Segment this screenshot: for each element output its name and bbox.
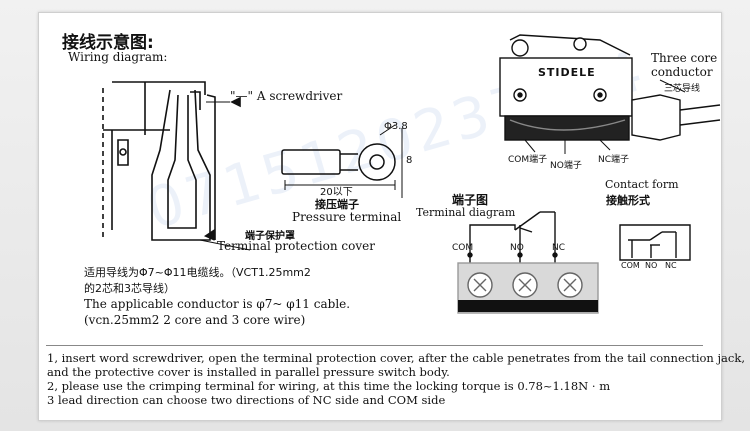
dimension-3-8: Φ3.8 xyxy=(384,121,408,132)
contact-form-en: Contact form xyxy=(605,178,679,191)
note-line-3: 2, please use the crimping terminal for … xyxy=(47,379,611,393)
pin-nc-label: NC xyxy=(552,243,566,253)
terminal-diagram-en: Terminal diagram xyxy=(416,206,516,219)
com-terminal-label: COM端子 xyxy=(508,155,548,165)
terminal-diagram-cn: 端子图 xyxy=(452,193,489,207)
terminal-protect-en: Terminal protection cover xyxy=(217,239,375,253)
brand-label: STIDELE xyxy=(538,66,596,79)
cable-spec-en-1: The applicable conductor is φ7~ φ11 cabl… xyxy=(84,297,351,311)
pressure-terminal-en: Pressure terminal xyxy=(292,210,402,224)
terminal-diagram xyxy=(457,211,599,314)
note-line-4: 3 lead direction can choose two directio… xyxy=(47,393,446,407)
contact-form-diagram xyxy=(619,224,691,261)
note-line-1: 1, insert word screwdriver, open the ter… xyxy=(47,351,745,365)
pressure-terminal-drawing xyxy=(281,124,403,198)
cable-spec-cn-1: 适用导线为Φ7~Φ11电缆线。（VCT1.25mm2 xyxy=(84,266,311,279)
title-english: Wiring diagram: xyxy=(68,50,168,64)
dimension-20: 20以下 xyxy=(320,187,353,198)
pressure-terminal-cn: 接压端子 xyxy=(315,198,359,211)
contact-no-label: NO xyxy=(645,261,658,270)
title-chinese: 接线示意图: xyxy=(62,33,154,53)
note-line-2: and the protective cover is installed in… xyxy=(47,365,450,379)
three-core-cn: 三芯导线 xyxy=(664,84,701,94)
three-core-en-2: conductor xyxy=(651,65,713,79)
contact-nc-label: NC xyxy=(665,261,677,270)
section-divider xyxy=(46,345,703,346)
cable-spec-en-2: (vcn.25mm2 2 core and 3 core wire) xyxy=(84,313,306,327)
pin-com-label: COM xyxy=(452,243,474,253)
screwdriver-label: "—" A screwdriver xyxy=(230,89,343,103)
pin-no-label: NO xyxy=(510,243,524,253)
microswitch-drawing xyxy=(499,34,721,154)
switch-body-illustration xyxy=(102,81,251,251)
contact-form-cn: 接触形式 xyxy=(606,194,650,207)
terminal-protect-cn: 端子保护罩 xyxy=(245,231,295,242)
three-core-en-1: Three core xyxy=(651,51,718,65)
contact-com-label: COM xyxy=(621,261,640,270)
dimension-8: 8 xyxy=(406,155,413,166)
cable-spec-cn-2: 的2芯和3芯导线） xyxy=(84,282,175,295)
nc-terminal-label: NC端子 xyxy=(598,155,630,165)
no-terminal-label: NO端子 xyxy=(550,161,582,171)
